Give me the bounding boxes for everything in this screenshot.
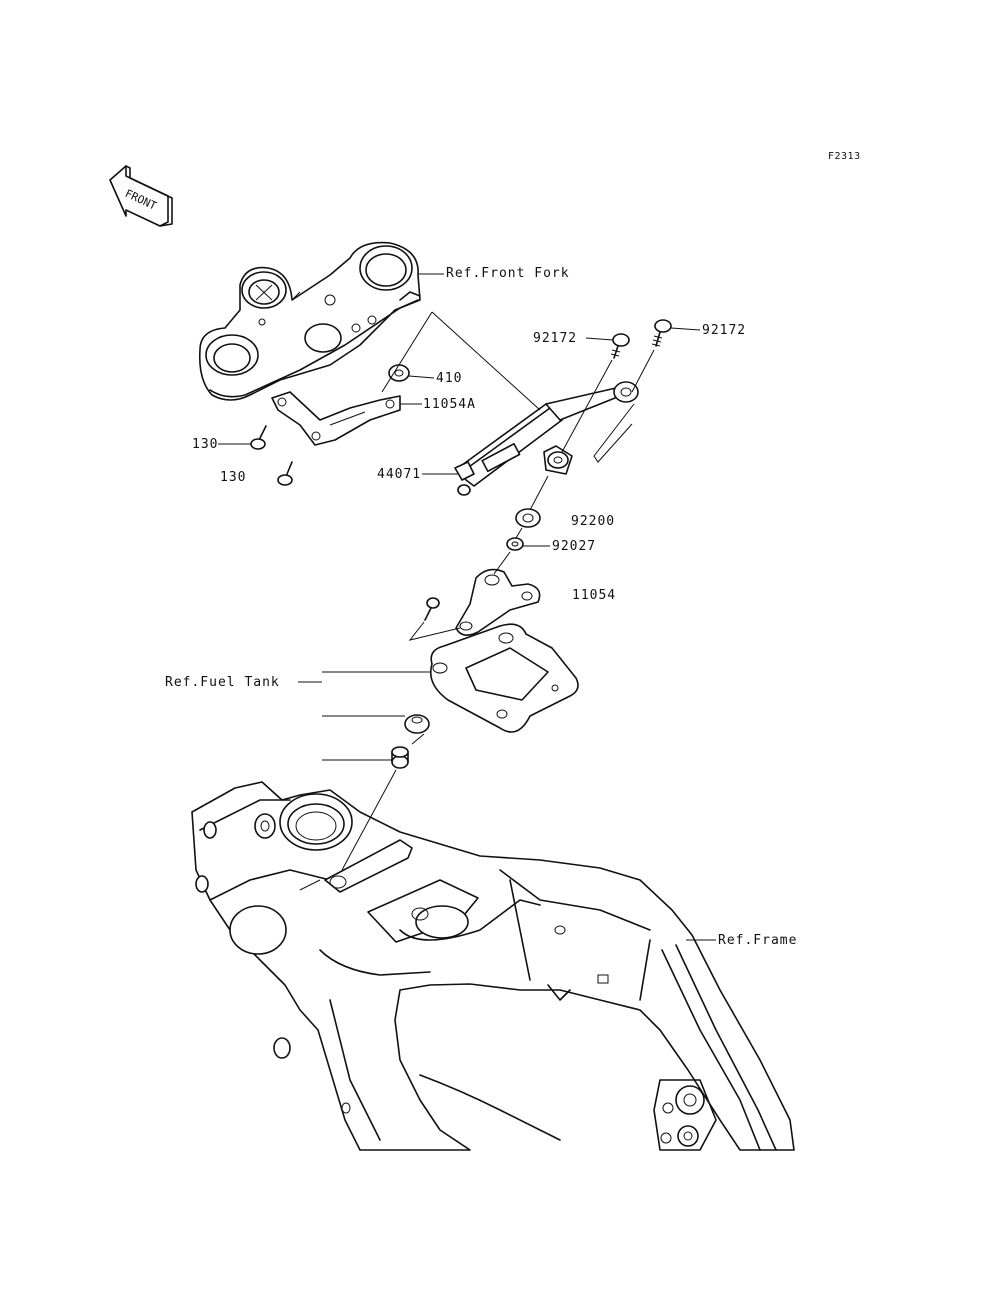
bracket-11054 [424, 568, 541, 636]
fuel-tank-bracket [429, 623, 579, 733]
label-92200: 92200 [571, 514, 616, 529]
label-92172-a: 92172 [533, 331, 578, 346]
label-410: 410 [436, 371, 463, 386]
label-130-a: 130 [192, 437, 219, 452]
washer-410 [388, 364, 410, 382]
nut-92027 [506, 537, 524, 551]
label-92172-b: 92172 [702, 323, 747, 338]
label-ref-front-fork: Ref.Front Fork [446, 266, 570, 281]
upper-triple-clamp [198, 241, 421, 401]
label-ref-frame: Ref.Frame [718, 933, 798, 948]
label-44071: 44071 [377, 467, 422, 482]
label-ref-fuel-tank: Ref.Fuel Tank [165, 675, 280, 690]
label-92027: 92027 [552, 539, 597, 554]
motorcycle-frame [191, 781, 795, 1151]
front-arrow-icon: FRONT [109, 165, 173, 227]
bracket-11054A [271, 391, 401, 446]
steering-damper-44071 [454, 381, 639, 496]
grommet [404, 714, 430, 734]
bolt-130-b [277, 461, 293, 486]
bolt-92172-b [651, 319, 672, 347]
label-130-b: 130 [220, 470, 247, 485]
label-11054: 11054 [572, 588, 617, 603]
collar [391, 746, 409, 769]
bolt-92172-a [610, 333, 630, 359]
washer-92200 [515, 508, 541, 528]
diagram-id: F2313 [828, 151, 861, 162]
label-11054A: 11054A [423, 397, 476, 412]
bolt-130-a [250, 425, 267, 450]
leader-lines [218, 273, 716, 941]
